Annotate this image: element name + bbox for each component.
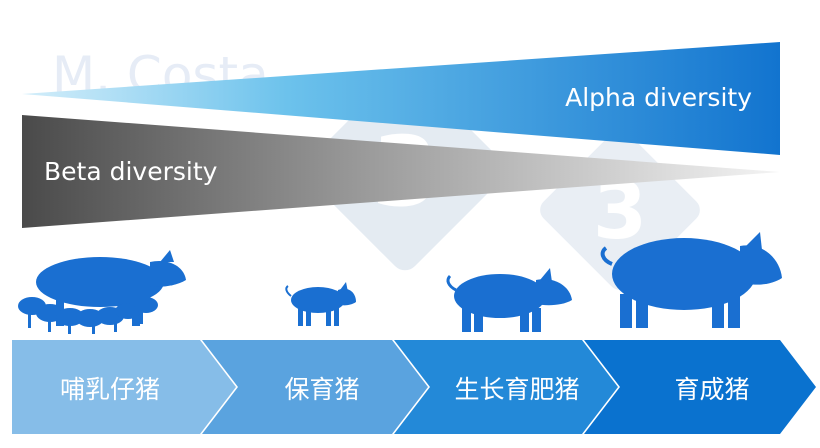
nursery-pig-icon	[285, 282, 356, 326]
stage-segment-grower-finisher	[394, 340, 618, 434]
stage-label-grower-finisher: 生长育肥猪	[454, 375, 579, 404]
sow-with-piglets-icon	[18, 250, 186, 334]
stage-arrow-bar: 哺乳仔猪 保育猪 生长育肥猪 育成猪	[12, 340, 816, 434]
finished-pig-icon	[600, 232, 782, 328]
beta-diversity-label: Beta diversity	[44, 157, 218, 186]
stage-segment-finished	[584, 340, 816, 434]
stage-segment-nursery	[202, 340, 428, 434]
beta-diversity-wedge	[22, 115, 780, 228]
stage-label-suckling: 哺乳仔猪	[60, 375, 160, 404]
stage-label-nursery: 保育猪	[284, 375, 359, 404]
stage-label-finished: 育成猪	[674, 375, 749, 404]
alpha-diversity-label: Alpha diversity	[565, 83, 752, 112]
alpha-diversity-wedge	[22, 42, 780, 155]
stage-segment-suckling	[12, 340, 236, 434]
grower-finisher-pig-icon	[446, 268, 572, 332]
